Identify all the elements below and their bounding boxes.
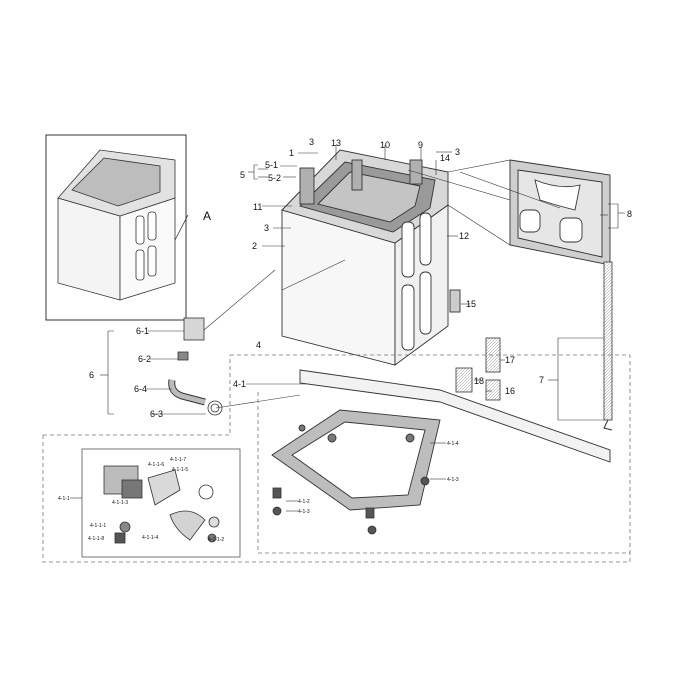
label-4-1-1-6: 4-1-1-6 xyxy=(148,462,164,468)
label-2: 2 xyxy=(252,241,257,251)
label-6-1: 6-1 xyxy=(136,326,149,336)
label-6-4: 6-4 xyxy=(134,384,147,394)
label-16: 16 xyxy=(505,386,515,396)
label-5-1: 5-1 xyxy=(265,160,278,170)
label-4-1-1: 4-1-1 xyxy=(58,496,70,502)
label-14: 14 xyxy=(440,153,450,163)
filter-pads xyxy=(455,337,501,401)
label-4: 4 xyxy=(256,340,261,350)
label-13: 13 xyxy=(331,138,341,148)
label-4-1: 4-1 xyxy=(233,379,246,389)
leveling-feet xyxy=(272,476,430,535)
label-4-1-1-4: 4-1-1-4 xyxy=(142,535,158,541)
label-7: 7 xyxy=(539,375,544,385)
back-panel xyxy=(509,159,611,266)
label-3-top: 3 xyxy=(309,137,314,147)
label-3-right: 3 xyxy=(455,147,460,157)
pump-subassembly xyxy=(81,448,241,558)
label-4-1-1-5: 4-1-1-5 xyxy=(172,467,188,473)
label-6-3: 6-3 xyxy=(150,409,163,419)
inset-a-cabinet xyxy=(57,149,189,301)
label-18: 18 xyxy=(474,376,484,386)
label-12: 12 xyxy=(459,231,469,241)
label-4-1-1-2: 4-1-1-2 xyxy=(208,537,224,543)
label-4-1-1-7: 4-1-1-7 xyxy=(170,457,186,463)
label-4-1-2: 4-1-2 xyxy=(298,499,310,505)
label-5-2: 5-2 xyxy=(268,173,281,183)
dashed-outlines xyxy=(42,354,631,563)
label-a: A xyxy=(203,209,211,223)
drain-hose xyxy=(603,261,613,431)
sub-labels: 4-1-1-7 4-1-1-6 4-1-1-5 4-1-1-3 4-1-1-1 … xyxy=(88,457,224,543)
base-frame xyxy=(271,369,611,511)
label-15: 15 xyxy=(466,299,476,309)
label-4-1-3-left: 4-1-3 xyxy=(298,509,310,515)
label-4-1-1-8: 4-1-1-8 xyxy=(88,536,104,542)
label-4-1-4: 4-1-4 xyxy=(447,441,459,447)
main-cabinet xyxy=(281,149,461,366)
leader-lines xyxy=(70,145,625,512)
part-labels: 1 2 3 3 3 4 4-1 5 5-1 5-2 6 6-1 6-2 6-3 … xyxy=(58,137,632,515)
label-1: 1 xyxy=(289,148,294,158)
label-4-1-1-3: 4-1-1-3 xyxy=(112,500,128,506)
label-11: 11 xyxy=(253,202,262,212)
label-10: 10 xyxy=(380,140,390,150)
drain-assembly xyxy=(168,317,223,416)
label-8: 8 xyxy=(627,209,632,219)
label-5: 5 xyxy=(240,170,245,180)
label-6: 6 xyxy=(89,370,94,380)
label-17: 17 xyxy=(505,355,515,365)
label-6-2: 6-2 xyxy=(138,354,151,364)
label-4-1-3-right: 4-1-3 xyxy=(447,477,459,483)
label-4-1-1-1: 4-1-1-1 xyxy=(90,523,106,529)
label-3-left: 3 xyxy=(264,223,269,233)
label-9: 9 xyxy=(418,140,423,150)
